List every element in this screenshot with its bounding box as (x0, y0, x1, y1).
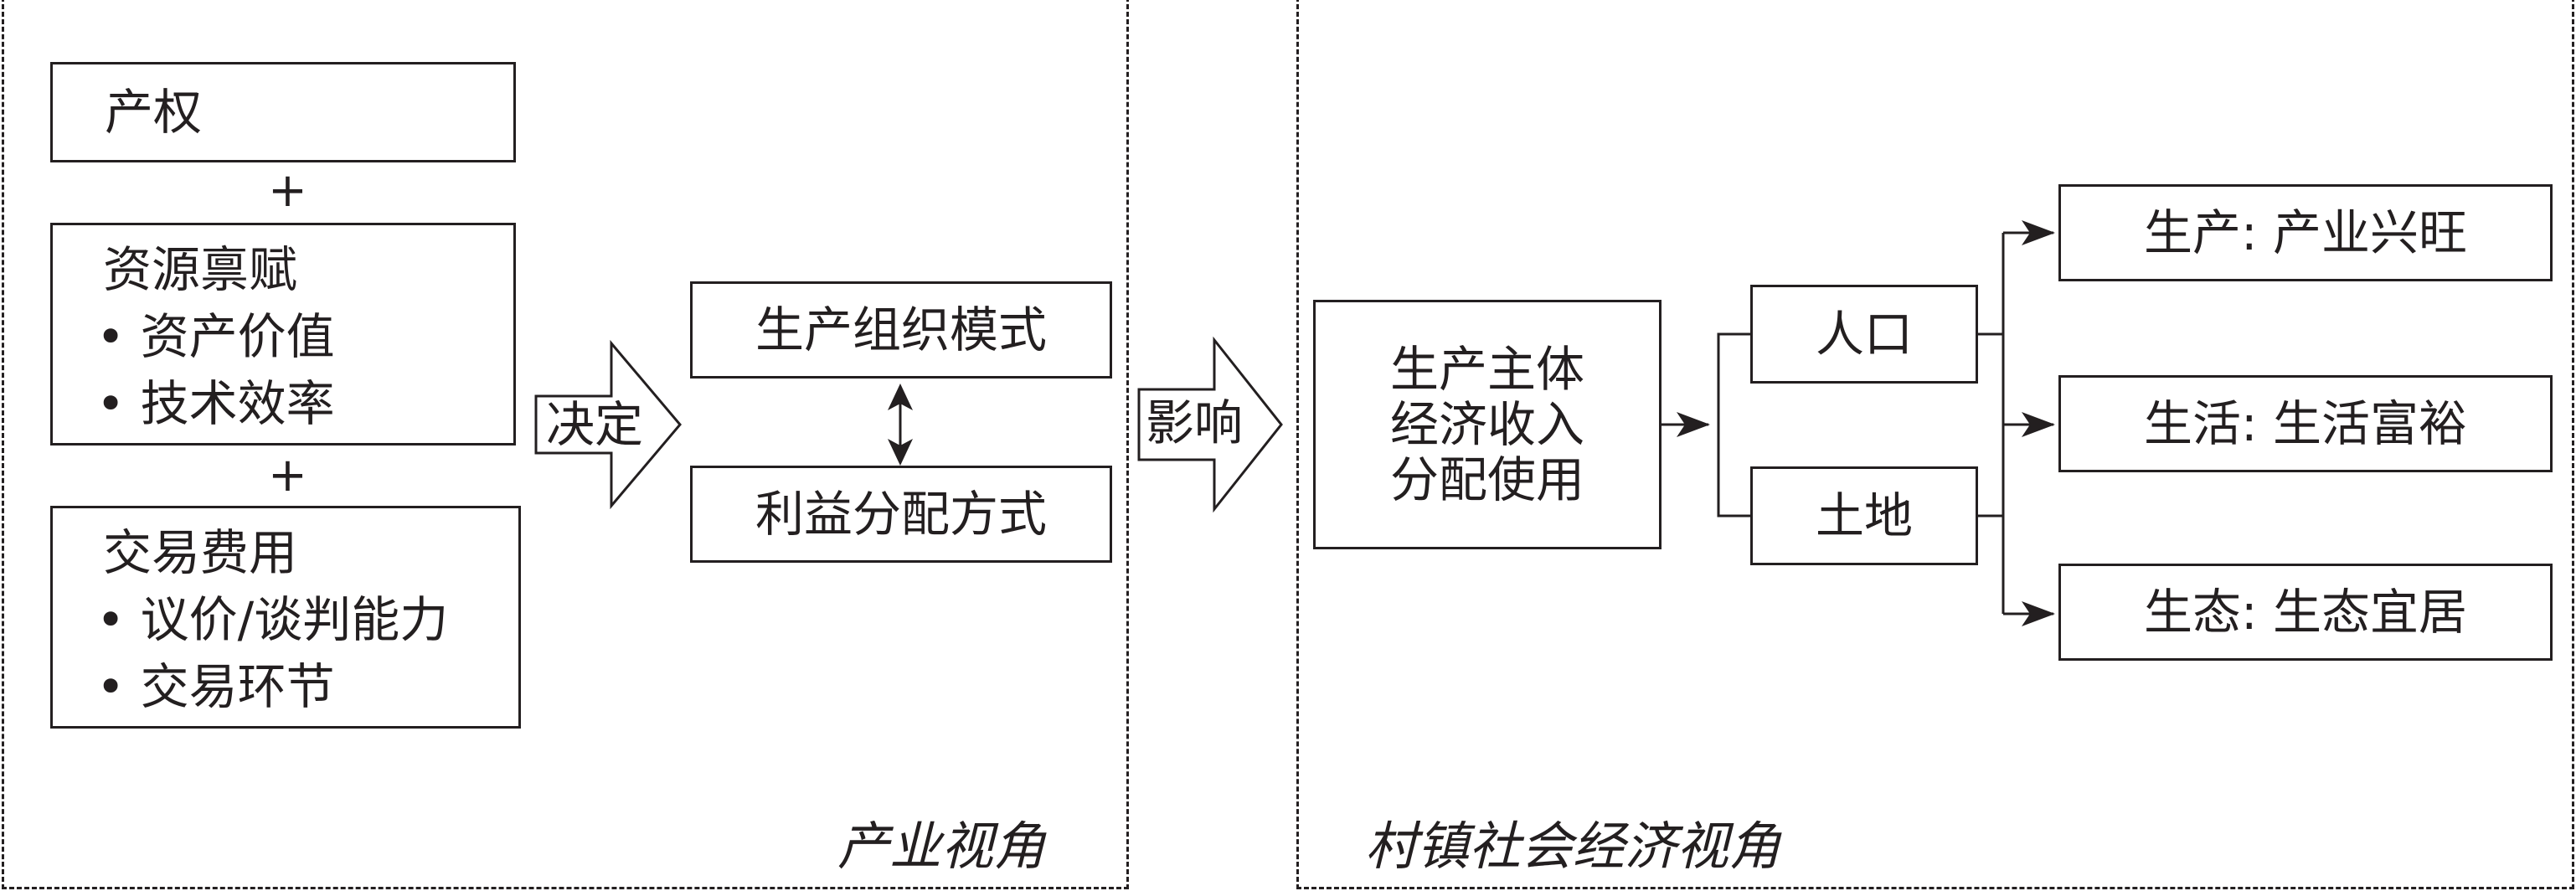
income-line-1: 生产主体 (1389, 341, 1584, 398)
industry-perspective-caption: 产业视角 (837, 816, 1046, 877)
outcome-living-box: 生活: 生活富裕 (2058, 375, 2553, 472)
outcome-ecology-box: 生态: 生态宜居 (2058, 564, 2553, 661)
income-line-3: 分配使用 (1389, 451, 1584, 508)
income-line-2: 经济收入 (1389, 396, 1584, 453)
transaction-cost-title: 交易费用 (103, 524, 298, 581)
outcome-living-label: 生活: 生活富裕 (2144, 395, 2467, 452)
endowment-item-tech-efficiency: • 技术效率 (96, 375, 335, 432)
village-perspective-caption: 村镇社会经济视角 (1365, 816, 1781, 877)
plus-sign-2: + (268, 448, 307, 502)
land-box: 土地 (1750, 466, 1978, 565)
population-label: 人口 (1815, 306, 1913, 363)
industry-perspective-panel (2, 0, 1129, 889)
influence-arrow-label: 影响 (1146, 394, 1244, 451)
population-box: 人口 (1750, 285, 1978, 384)
outcome-production-box: 生产: 产业兴旺 (2058, 184, 2553, 281)
plus-sign-1: + (268, 163, 307, 218)
influence-block-arrow (1137, 336, 1283, 513)
endowment-item-asset-value: • 资产价值 (96, 308, 335, 365)
benefit-distribution-label: 利益分配方式 (755, 486, 1047, 543)
production-organization-mode-box: 生产组织模式 (690, 281, 1112, 379)
outcome-production-label: 生产: 产业兴旺 (2144, 204, 2467, 261)
double-headed-arrow (888, 384, 913, 466)
decide-arrow-label: 决定 (546, 396, 644, 453)
property-rights-box: 产权 (50, 62, 516, 162)
production-organization-mode-label: 生产组织模式 (755, 301, 1047, 358)
resource-endowment-title: 资源禀赋 (103, 241, 298, 298)
outcome-ecology-label: 生态: 生态宜居 (2144, 584, 2467, 641)
decide-block-arrow (534, 339, 682, 510)
transaction-item-bargaining: • 议价/谈判能力 (96, 591, 449, 648)
income-box: 生产主体 经济收入 分配使用 (1313, 300, 1662, 549)
property-rights-label: 产权 (105, 84, 203, 141)
benefit-distribution-box: 利益分配方式 (690, 466, 1112, 563)
transaction-item-links: • 交易环节 (96, 658, 335, 715)
transaction-cost-box: 交易费用 • 议价/谈判能力 • 交易环节 (50, 506, 521, 729)
village-perspective-panel (1296, 0, 2574, 889)
resource-endowment-box: 资源禀赋 • 资产价值 • 技术效率 (50, 223, 516, 446)
land-label: 土地 (1815, 487, 1913, 544)
